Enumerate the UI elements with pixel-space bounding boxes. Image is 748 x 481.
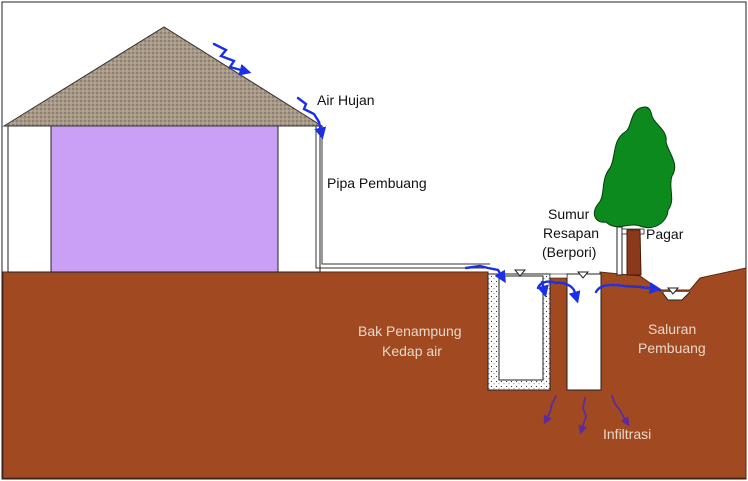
rain-arrow-icon <box>537 280 549 298</box>
water-level-marker-icon <box>576 271 590 279</box>
seepage-path <box>603 284 665 293</box>
infiltration-arrow-icon <box>543 395 557 425</box>
rain-arrow-icon <box>296 96 327 140</box>
label-sumur-line2: Resapan <box>543 225 599 241</box>
soil-ground <box>2 267 747 479</box>
house-roof <box>2 26 324 127</box>
label-sumur-line1: Sumur <box>548 206 590 222</box>
tree <box>593 106 676 276</box>
label-infiltrasi: Infiltrasi <box>603 426 651 442</box>
label-pagar: Pagar <box>646 226 684 242</box>
label-sumur-line3: (Berpori) <box>542 244 596 260</box>
rain-arrow-icon <box>464 264 506 284</box>
water-level-marker-icon <box>666 287 680 295</box>
infiltration-well <box>549 273 602 391</box>
label-bak-line2: Kedap air <box>382 343 442 359</box>
label-bak-line1: Bak Penampung <box>358 323 462 339</box>
water-level-marker-icon <box>513 269 527 277</box>
rain-arrow-icon <box>212 42 252 76</box>
label-saluran-line1: Saluran <box>648 321 696 337</box>
label-air-hujan: Air Hujan <box>317 92 375 108</box>
label-saluran-line2: Pembuang <box>638 340 706 356</box>
infiltration-arrow-icon <box>611 395 630 427</box>
holding-tank <box>487 273 551 391</box>
drain-pipe <box>315 126 490 269</box>
infiltration-arrow-icon <box>578 397 588 435</box>
label-pipa-pembuang: Pipa Pembuang <box>327 175 427 191</box>
drainage-channel <box>661 291 691 301</box>
house-wall-painted <box>50 124 279 273</box>
